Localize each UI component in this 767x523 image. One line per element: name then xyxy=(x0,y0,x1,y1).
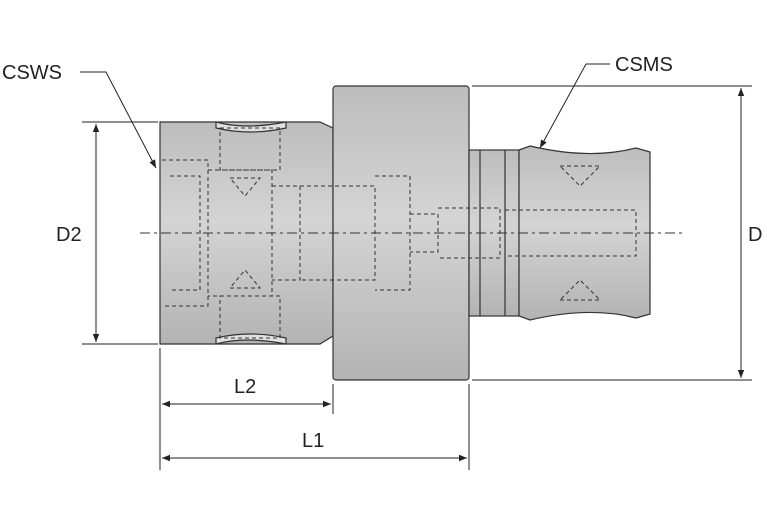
csms-leader xyxy=(539,63,610,149)
csms-label: CSMS xyxy=(615,54,673,76)
d2-label: D2 xyxy=(56,224,82,246)
csws-leader xyxy=(80,71,157,169)
part-body xyxy=(140,85,685,381)
l2-label: L2 xyxy=(234,376,256,398)
csws-label: CSWS xyxy=(2,62,62,84)
l1-label: L1 xyxy=(302,430,324,452)
d-label: D xyxy=(748,224,762,246)
extension-lines xyxy=(82,85,752,470)
